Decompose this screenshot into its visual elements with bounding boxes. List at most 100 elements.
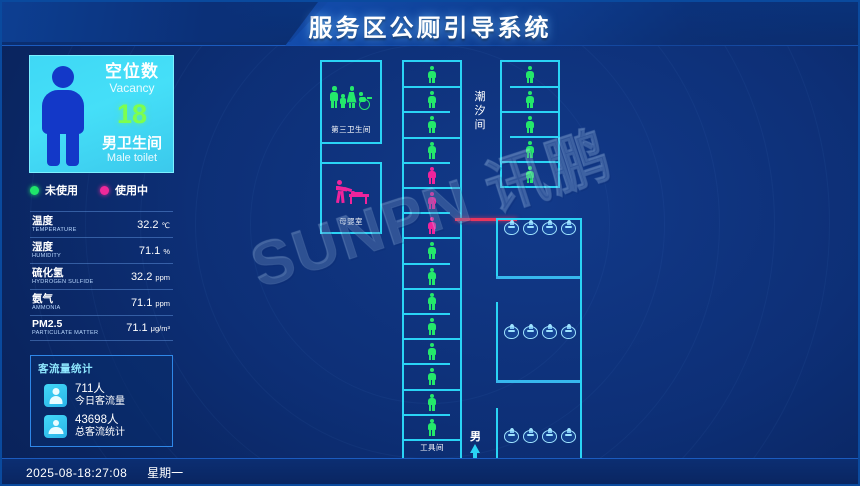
wall-urinal-left-lower [496,408,498,460]
wall-urinal-left-upper [496,218,498,276]
sensor-name-en: PARTICULATE MATTER [32,330,99,337]
stall-partition [402,212,450,215]
sensor-value-unit: % [163,246,170,256]
sensor-name-en: HUMIDITY [32,252,62,259]
sensor-value: 71.1 μg/m³ [126,322,170,334]
sensor-value: 32.2 ℃ [137,219,170,231]
passenger-flow-label: 总客流统计 [75,427,125,439]
floor-plan: 第三卫生间 [300,50,630,462]
entrance-label-male: 男 [470,431,481,443]
legend-label-free: 未使用 [45,185,78,197]
single-person-icon [44,383,67,407]
urinal-rail-1 [496,276,580,279]
page-title: 服务区公厕引导系统 [308,15,552,42]
urinal-icon[interactable] [504,220,519,235]
stall-partition [402,287,460,290]
stall-partition [510,86,558,88]
urinal-icon[interactable] [542,324,557,339]
stall-occupancy-icon [427,192,436,209]
urinal-icon[interactable] [523,324,538,339]
vacancy-count: 18 [116,99,148,129]
wall-left-vertical [320,144,322,162]
urinal-icon[interactable] [504,324,519,339]
stall-partition [402,136,460,139]
legend-item-busy: 使用中 [100,182,148,198]
left-panel: 空位数 Vacancy 18 男卫生间 Male toilet 未使用 使用中 … [20,55,175,447]
passenger-flow-label: 今日客流量 [75,396,125,408]
stall-partition [500,161,558,163]
baby-changing-icon [335,180,370,206]
sensor-value-number: 32.2 [137,218,162,231]
urinal-icon[interactable] [523,428,538,443]
stall-occupancy-icon [427,318,436,335]
sensor-value-number: 71.1 [138,244,164,257]
stall-occupancy-icon [427,267,436,285]
stall-occupancy-icon [525,141,534,158]
stall-occupancy-icon [427,116,436,134]
stall-occupancy-icon [427,292,436,310]
room-label-tool: 工具间 [420,443,444,452]
wall-tidal-right [558,60,560,188]
stall-partition [510,136,558,138]
urinal-icon[interactable] [523,220,538,235]
vacancy-card: 空位数 Vacancy 18 男卫生间 Male toilet [29,55,174,173]
stall-partition [402,161,450,164]
wall-corridor-left [402,60,404,460]
stall-partition [402,313,450,315]
urinal-icon[interactable] [561,324,576,339]
stall-occupancy-icon [427,91,436,109]
sensor-name-en: AMMONIA [32,304,61,311]
urinal-icon[interactable] [504,428,519,443]
sensor-name-cn: PM2.5 [32,318,63,331]
wall-corridor-top [402,60,462,62]
urinal-icon[interactable] [542,428,557,443]
wall-corridor-right [460,60,462,460]
vacancy-room-cn: 男卫生间 [101,135,162,152]
stall-partition [402,413,450,416]
sensor-name-cn: 氨气 [32,292,53,305]
room-label-baby: 母婴室 [339,217,363,226]
busy-status-dot [100,185,109,195]
room-baby[interactable]: 母婴室 [320,162,382,234]
sensor-value-unit: μg/m³ [150,324,170,333]
wall-tidal-left [500,60,502,188]
sensor-value-number: 71.1 [130,296,156,309]
urinal-icon[interactable] [542,220,557,235]
sensor-value-number: 71.1 [126,322,151,334]
sensor-value-unit: ppm [155,298,170,308]
stall-occupancy-icon [427,166,436,184]
sensor-value: 32.2 ppm [131,271,170,283]
stall-occupancy-icon [427,418,436,436]
sensor-name-en: TEMPERATURE [32,226,77,233]
room-third-toilet[interactable]: 第三卫生间 [320,60,382,144]
stall-occupancy-icon [427,217,436,235]
vacancy-label-en: Vacancy [109,81,155,95]
stall-partition [402,111,450,114]
stall-occupancy-icon [525,116,534,133]
stall-partition [402,237,460,240]
wall-urinal-top [496,218,582,220]
stall-occupancy-icon [525,166,534,183]
urinal-icon[interactable] [561,428,576,443]
vacancy-label-cn: 空位数 [105,62,159,81]
stall-occupancy-icon [525,91,534,108]
stall-occupancy-icon [427,141,436,159]
group-person-icon [44,414,67,438]
wall-tidal-top [500,60,560,62]
vacancy-text-block: 空位数 Vacancy 18 男卫生间 Male toilet [92,62,172,165]
timestamp: 2025-08-18:27:08 [26,465,128,480]
stall-partition [402,86,460,89]
urinal-icon[interactable] [561,220,576,235]
tidal-label-text: 潮汐间 [474,91,486,131]
sensor-name-cn: 温度 [32,214,53,227]
stall-occupancy-icon [427,343,436,361]
